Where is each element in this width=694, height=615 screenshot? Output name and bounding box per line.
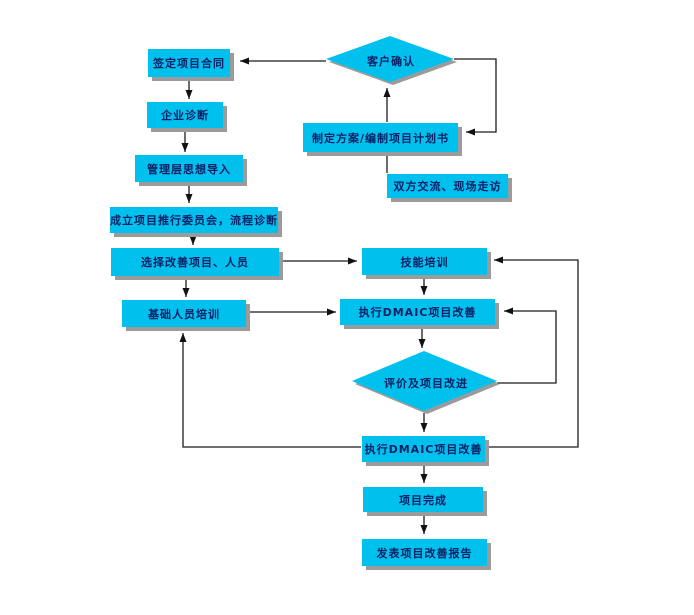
node-dmaic-improvement-2-label: 执行DMAIC项目改善	[364, 443, 483, 456]
node-sign-contract: 签定项目合同	[148, 49, 230, 77]
node-basic-training: 基础人员培训	[122, 300, 246, 327]
node-enterprise-diagnosis: 企业诊断	[147, 102, 223, 128]
node-publish-report-label: 发表项目改善报告	[376, 546, 473, 560]
node-project-complete: 项目完成	[363, 487, 483, 512]
node-basic-training-label: 基础人员培训	[148, 307, 220, 321]
node-dmaic-improvement-1-label: 执行DMAIC项目改善	[358, 306, 477, 319]
node-management-intro: 管理层思想导入	[135, 155, 243, 182]
decision-customer-confirm-shape	[326, 36, 457, 85]
node-communication-site-visit: 双方交流、现场走访	[387, 174, 508, 198]
decision-customer-confirm-label: 客户确认	[367, 54, 415, 68]
node-dmaic-improvement-1: 执行DMAIC项目改善	[340, 299, 495, 325]
node-committee-process-diagnosis-label: 成立项目推行委员会，流程诊断	[110, 214, 278, 227]
node-publish-report: 发表项目改善报告	[362, 539, 487, 566]
node-committee-process-diagnosis: 成立项目推行委员会，流程诊断	[110, 207, 278, 233]
node-skill-training-label: 技能培训	[400, 255, 449, 269]
node-sign-contract-label: 签定项目合同	[153, 57, 225, 70]
node-management-intro-label: 管理层思想导入	[147, 162, 231, 176]
node-enterprise-diagnosis-label: 企业诊断	[161, 109, 209, 122]
decision-evaluate-improve: 评价及项目改进	[348, 349, 504, 417]
decision-evaluate-improve-label: 评价及项目改进	[384, 377, 468, 390]
node-make-plan-label: 制定方案/编制项目计划书	[311, 131, 450, 145]
node-project-complete-label: 项目完成	[399, 493, 447, 507]
node-skill-training: 技能培训	[362, 248, 487, 275]
node-make-plan: 制定方案/编制项目计划书	[303, 123, 458, 152]
node-select-projects-people-label: 选择改善项目、人员	[141, 256, 249, 269]
node-dmaic-improvement-2: 执行DMAIC项目改善	[362, 436, 485, 462]
node-communication-site-visit-label: 双方交流、现场走访	[393, 180, 502, 193]
decision-evaluate-improve-shape	[352, 351, 500, 414]
decision-customer-confirm: 客户确认	[322, 33, 460, 88]
node-select-projects-people: 选择改善项目、人员	[111, 248, 279, 276]
